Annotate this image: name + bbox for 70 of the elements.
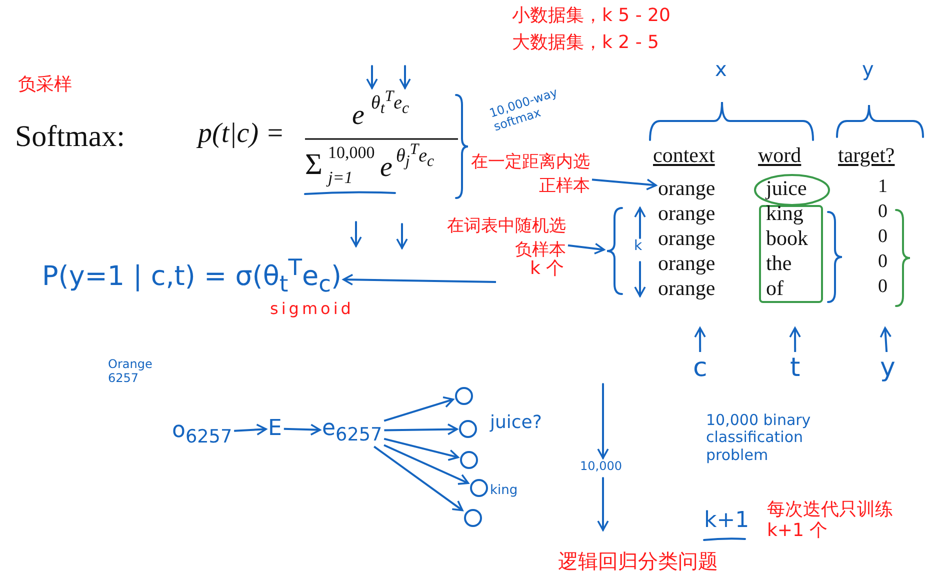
formula: P(y=1 | c,t) = σ(θ$_{t}$$^{T}$e$_{c}$)	[42, 256, 342, 298]
table-cell: orange	[658, 201, 716, 226]
table-cell: 0	[878, 226, 888, 248]
note-text: 每次迭代只训练k+1 个	[767, 500, 894, 542]
handwritten-note: 10,000 binary classification problem	[706, 412, 812, 464]
table-cell: 1	[878, 176, 888, 198]
column-header: word	[758, 143, 802, 168]
output-circle	[464, 509, 482, 527]
dimension-label: 10,000	[580, 460, 622, 474]
arrow	[374, 446, 464, 512]
arrow	[789, 327, 801, 352]
note-text: 大数据集，k 2 - 5	[512, 33, 659, 54]
exponent-text: θ$_{t}$$^{T}$e$_{c}$	[371, 88, 410, 118]
limit-text: j=1	[328, 168, 353, 188]
table-cell: of	[766, 276, 784, 300]
variable-label: k	[634, 238, 642, 254]
formula-label: Softmax:	[15, 120, 125, 154]
table-cell: orange	[658, 176, 716, 200]
arrow	[234, 424, 267, 436]
vector-label: o$_{6257}$	[172, 418, 232, 448]
table-cell: orange	[658, 226, 716, 250]
handwritten-note: king	[490, 484, 518, 499]
curly-brace	[606, 207, 623, 295]
table-cell: orange	[658, 251, 716, 276]
exponent-text: θ$_{j}$$^{T}$e$_{c}$	[396, 141, 434, 172]
arrow	[284, 424, 321, 436]
arrow	[880, 327, 892, 352]
output-circle	[459, 420, 477, 438]
table-cell: book	[766, 226, 808, 250]
arrow	[592, 178, 657, 190]
variable-label: c	[693, 354, 708, 384]
note-text: sigmoid	[270, 300, 354, 318]
arrow	[384, 396, 454, 422]
vector-label: e$_{6257}$	[322, 416, 382, 446]
variable-label: y	[862, 58, 874, 81]
sum-sign: Σ	[305, 148, 322, 182]
column-header: context	[653, 143, 715, 168]
annotation-text: 在一定距离内选正样本	[470, 150, 590, 198]
limit-text: 10,000	[328, 143, 375, 163]
table-cell: orange	[658, 276, 716, 300]
formula-text: e	[380, 152, 392, 184]
matrix-label: E	[268, 416, 282, 442]
note-text: k 个	[530, 259, 564, 280]
variable-label: y	[880, 354, 896, 384]
note-text: 逻辑回归分类问题	[558, 550, 718, 573]
column-header: target?	[838, 143, 895, 168]
output-circle	[470, 479, 488, 497]
output-circle	[455, 387, 473, 405]
table-cell: king	[766, 201, 804, 226]
table-cell: juice	[766, 176, 807, 200]
formula-text: e	[352, 100, 364, 132]
handwritten-note: k+1	[704, 508, 750, 534]
table-cell: 0	[878, 201, 888, 223]
variable-label: t	[790, 354, 800, 384]
arrow	[384, 444, 470, 485]
table-cell: the	[766, 251, 792, 276]
variable-label: x	[715, 58, 727, 81]
table-cell: 0	[878, 276, 888, 298]
note-text: 小数据集，k 5 - 20	[512, 6, 670, 27]
arrow	[694, 327, 706, 352]
arrow	[384, 438, 459, 461]
arrow	[342, 274, 496, 286]
handwritten-note: juice?	[490, 413, 542, 434]
heading: 负采样	[18, 75, 72, 96]
arrow	[384, 423, 458, 436]
arrow	[568, 242, 605, 254]
handwritten-note: Orange 6257	[108, 358, 153, 386]
output-circle	[460, 451, 478, 469]
table-cell: 0	[878, 251, 888, 273]
formula-text: p(t|c) =	[198, 118, 284, 150]
